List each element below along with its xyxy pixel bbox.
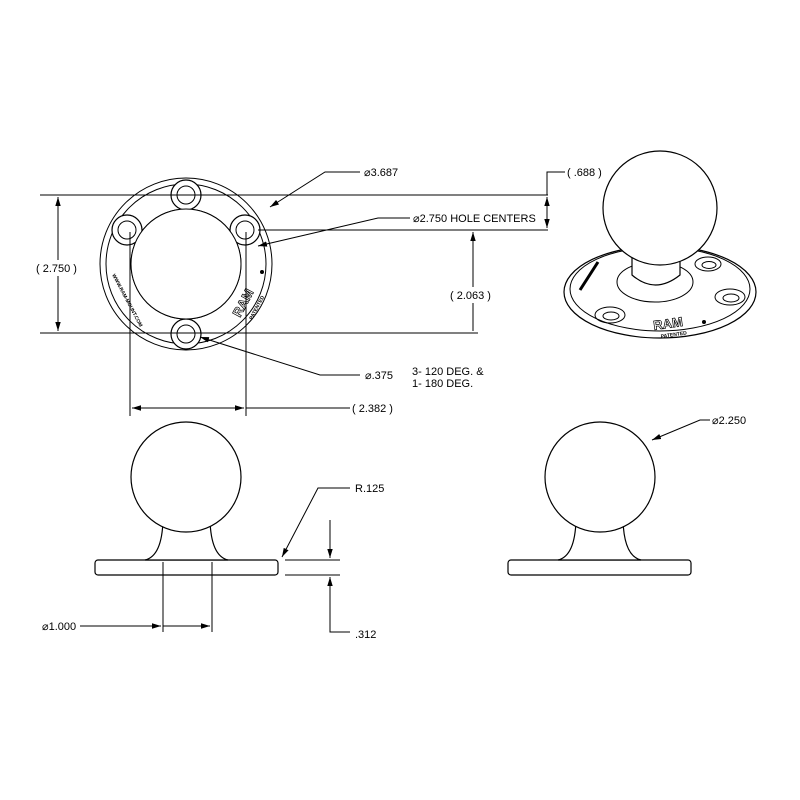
top-view: RAM PATENTED WWW.RAM-MOUNT.COM	[99, 177, 273, 351]
side-view-dimensions	[80, 419, 710, 633]
svg-text:RAM: RAM	[652, 314, 683, 333]
side-view-side	[507, 421, 692, 576]
hole-pattern-line2: 1- 180 DEG.	[412, 378, 473, 390]
dim-center-to-hole: ( 2.063 )	[450, 290, 491, 302]
hole-pattern-line1: 3- 120 DEG. &	[412, 366, 484, 378]
dim-ball-offset: ( .688 )	[567, 167, 602, 179]
dim-neck-diameter: ⌀1.000	[42, 621, 76, 633]
dim-hole-spacing: ( 2.382 )	[352, 403, 393, 415]
dim-outer-diameter: ⌀3.687	[364, 167, 398, 179]
side-view-front	[94, 421, 279, 576]
dim-hole-centers: ⌀2.750 HOLE CENTERS	[413, 213, 536, 225]
dim-overall-height: ( 2.750 )	[36, 263, 77, 275]
dim-ball-diameter: ⌀2.250	[712, 415, 746, 427]
svg-text:PATENTED: PATENTED	[660, 330, 687, 340]
top-view-dimensions	[40, 171, 565, 416]
dim-hole-diameter: ⌀.375	[365, 370, 393, 382]
dim-fillet-radius: R.125	[355, 483, 384, 495]
bolt-holes	[111, 179, 261, 350]
isometric-view: RAM PATENTED	[563, 150, 757, 340]
dim-base-thickness: .312	[355, 629, 376, 641]
